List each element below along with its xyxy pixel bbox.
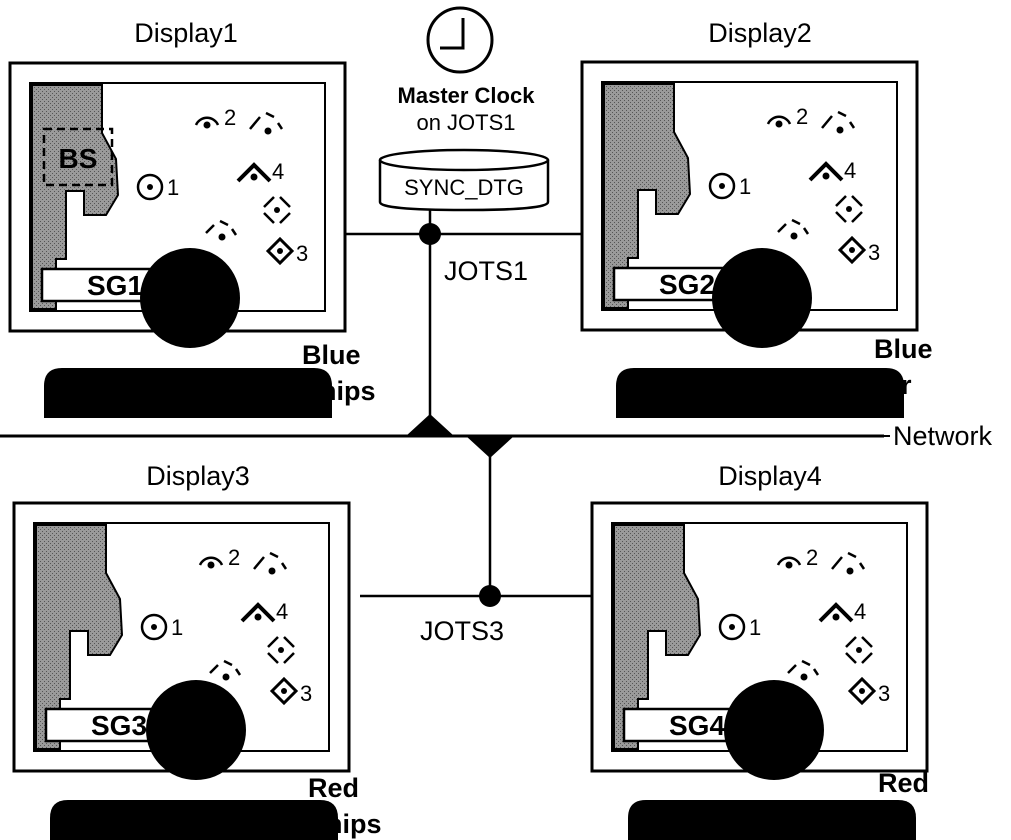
display-4-symbol-label-1: 1	[749, 615, 761, 640]
display-2-user-line2: Air	[874, 370, 912, 400]
display-1-user-line1: Blue	[302, 340, 361, 370]
display-1-symbol-label-2: 2	[224, 105, 236, 130]
display-2-symbol-label-4: 4	[844, 158, 856, 183]
display-4-user-line2: Air	[878, 804, 916, 834]
jots3-node	[479, 585, 501, 607]
display-2-symbol-label-2: 2	[796, 104, 808, 129]
jots1-node	[419, 223, 441, 245]
display-2-symbol-label-3: 3	[868, 240, 880, 265]
master-clock: Master Clock on JOTS1 SYNC_DTG	[378, 6, 550, 212]
display-3-symbol-label-2: 2	[228, 545, 240, 570]
display-1: Display1 BS SG1 2 4 1 3 Blue Ships	[8, 18, 376, 418]
display-4-user-line1: Red	[878, 768, 929, 798]
display-3-title: Display3	[146, 461, 250, 491]
display-4: Display4 SG4 2 4 1 3 Red Air	[590, 461, 929, 840]
display-2-user-line1: Blue	[874, 334, 933, 364]
display-1-sg-label: SG1	[87, 270, 143, 301]
network-label: Network	[893, 421, 993, 451]
jots3-bus-tap	[466, 436, 514, 458]
display-3-symbol-label-3: 3	[300, 681, 312, 706]
display-3-user-line2: Ships	[308, 809, 382, 839]
display-2-monitor: SG2 2 4 1 3	[580, 60, 919, 332]
display-1-overlay-box	[42, 127, 114, 187]
sync-database-icon	[378, 148, 550, 212]
display-2-symbol-label-1: 1	[739, 174, 751, 199]
display-4-symbol-label-2: 2	[806, 545, 818, 570]
display-3-symbol-label-1: 1	[171, 615, 183, 640]
display-3-sg-label: SG3	[91, 710, 147, 741]
display-1-monitor: BS SG1 2 4 1 3	[8, 61, 347, 333]
display-3-monitor: SG3 2 4 1 3	[12, 501, 351, 773]
jots3-label: JOTS3	[420, 616, 504, 646]
display-4-title: Display4	[718, 461, 822, 491]
display-1-overlay-label: BS	[59, 143, 98, 174]
display-2-title: Display2	[708, 18, 812, 48]
display-3-user-line1: Red	[308, 773, 359, 803]
display-4-symbol-label-4: 4	[854, 599, 866, 624]
display-4-symbol-label-3: 3	[878, 681, 890, 706]
clock-icon	[426, 6, 494, 74]
master-clock-title: Master Clock	[398, 83, 536, 108]
display-3: Display3 SG3 2 4 1 3 Red Ships	[12, 461, 382, 840]
display-2: Display2 SG2 2 4 1 3 Blue Air	[580, 18, 933, 418]
display-1-user-line2: Ships	[302, 376, 376, 406]
network-wiring: Network JOTS1 JOTS3	[0, 204, 993, 646]
sync-database-label: SYNC_DTG	[404, 175, 524, 200]
display-1-symbol-label-3: 3	[296, 241, 308, 266]
display-1-title: Display1	[134, 18, 238, 48]
display-4-monitor: SG4 2 4 1 3	[590, 501, 929, 773]
display-1-symbol-label-4: 4	[272, 159, 284, 184]
display-2-sg-label: SG2	[659, 269, 715, 300]
display-4-sg-label: SG4	[669, 710, 725, 741]
master-clock-subtitle: on JOTS1	[416, 110, 515, 135]
display-1-symbol-label-1: 1	[167, 175, 179, 200]
jots1-label: JOTS1	[444, 256, 528, 286]
jots1-bus-tap	[406, 414, 454, 436]
display-3-symbol-label-4: 4	[276, 599, 288, 624]
